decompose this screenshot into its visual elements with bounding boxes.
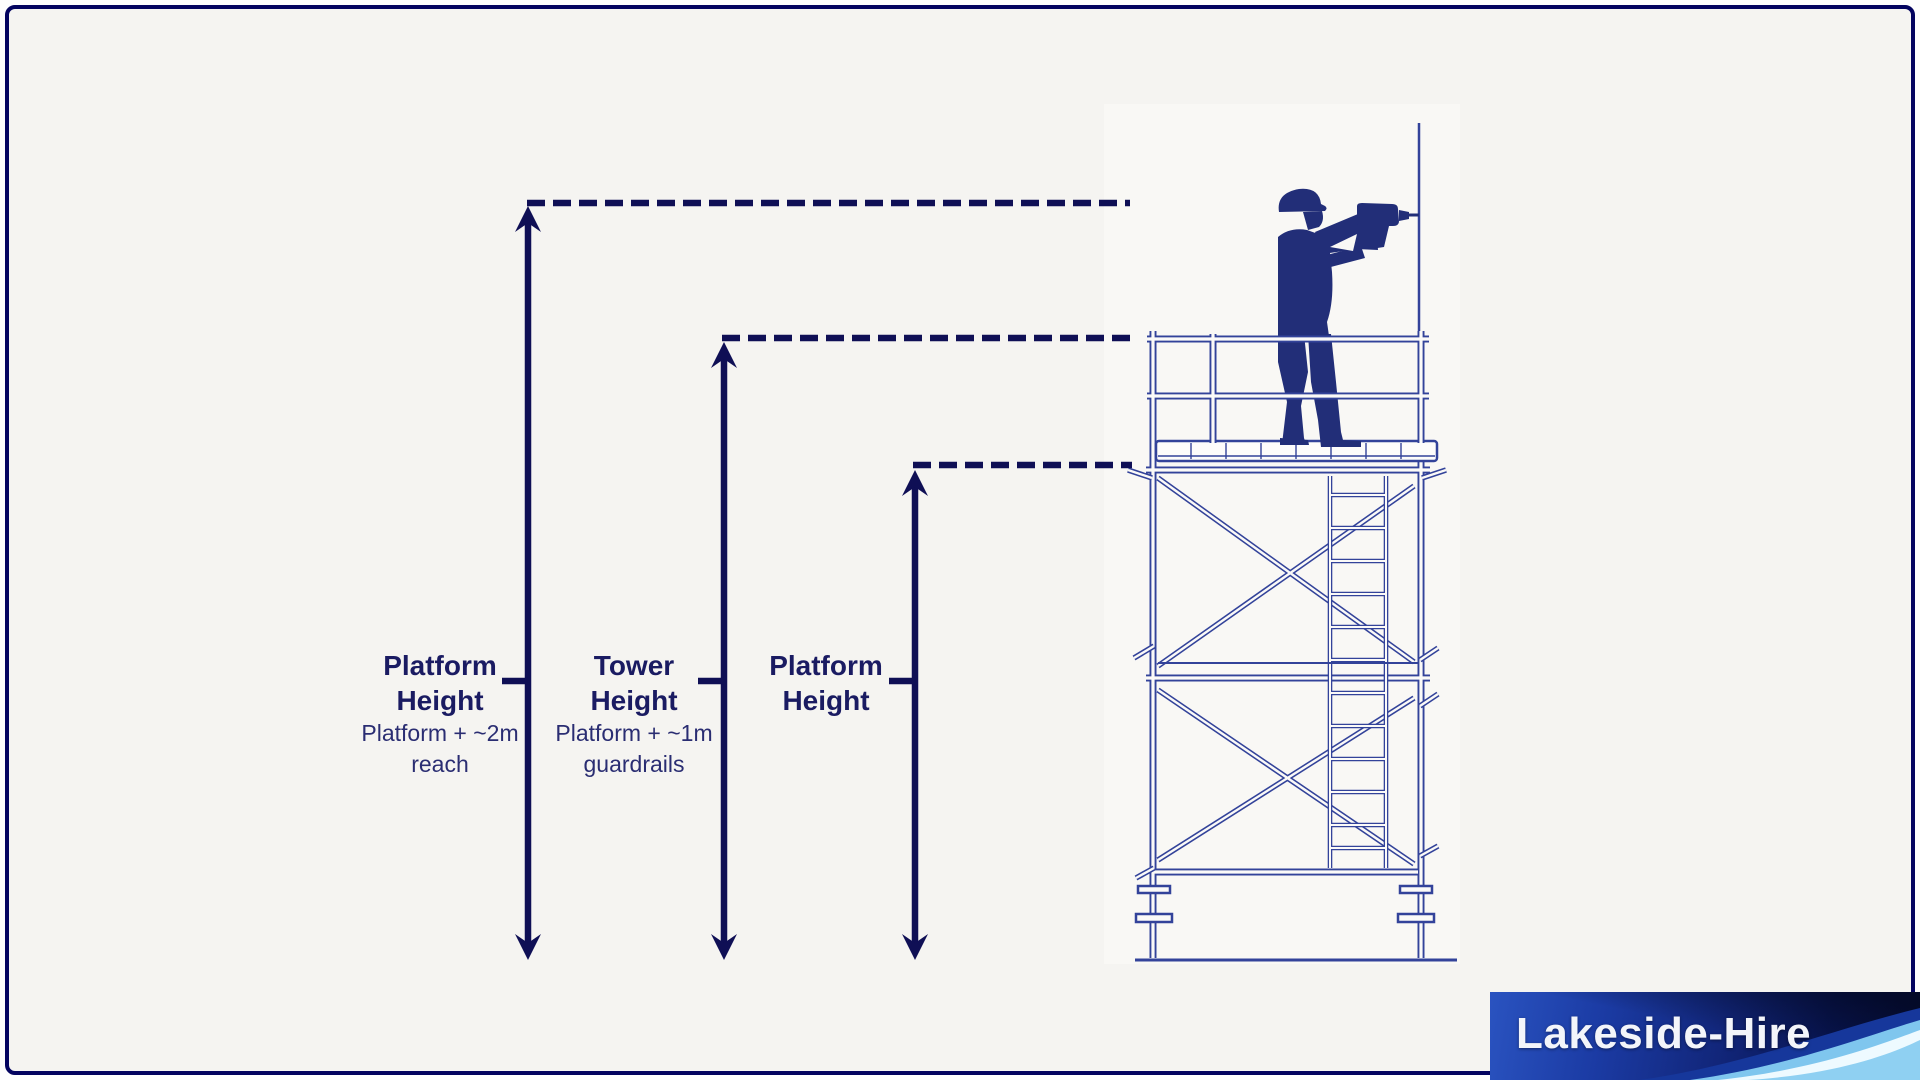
hard-hat: [1278, 188, 1327, 212]
dimension-arrow-tower-height: [711, 342, 737, 960]
dimension-arrows: [502, 206, 928, 960]
brand-logo: Lakeside-Hire: [1490, 992, 1920, 1080]
base-plates: [1134, 884, 1436, 924]
dimension-arrow-working-height: [515, 206, 541, 960]
drill: [1357, 203, 1399, 226]
logo-swoosh-graphic: [1640, 1008, 1920, 1080]
dimension-arrow-platform-height: [902, 470, 928, 960]
dashed-reference-lines: [527, 199, 1132, 469]
scaffold-structure: [1128, 331, 1446, 958]
illustration-backdrop: [1104, 104, 1460, 964]
panel-border: [5, 5, 1915, 1075]
logo-text: Lakeside-Hire: [1516, 1009, 1812, 1058]
worker-silhouette: [1278, 188, 1419, 447]
